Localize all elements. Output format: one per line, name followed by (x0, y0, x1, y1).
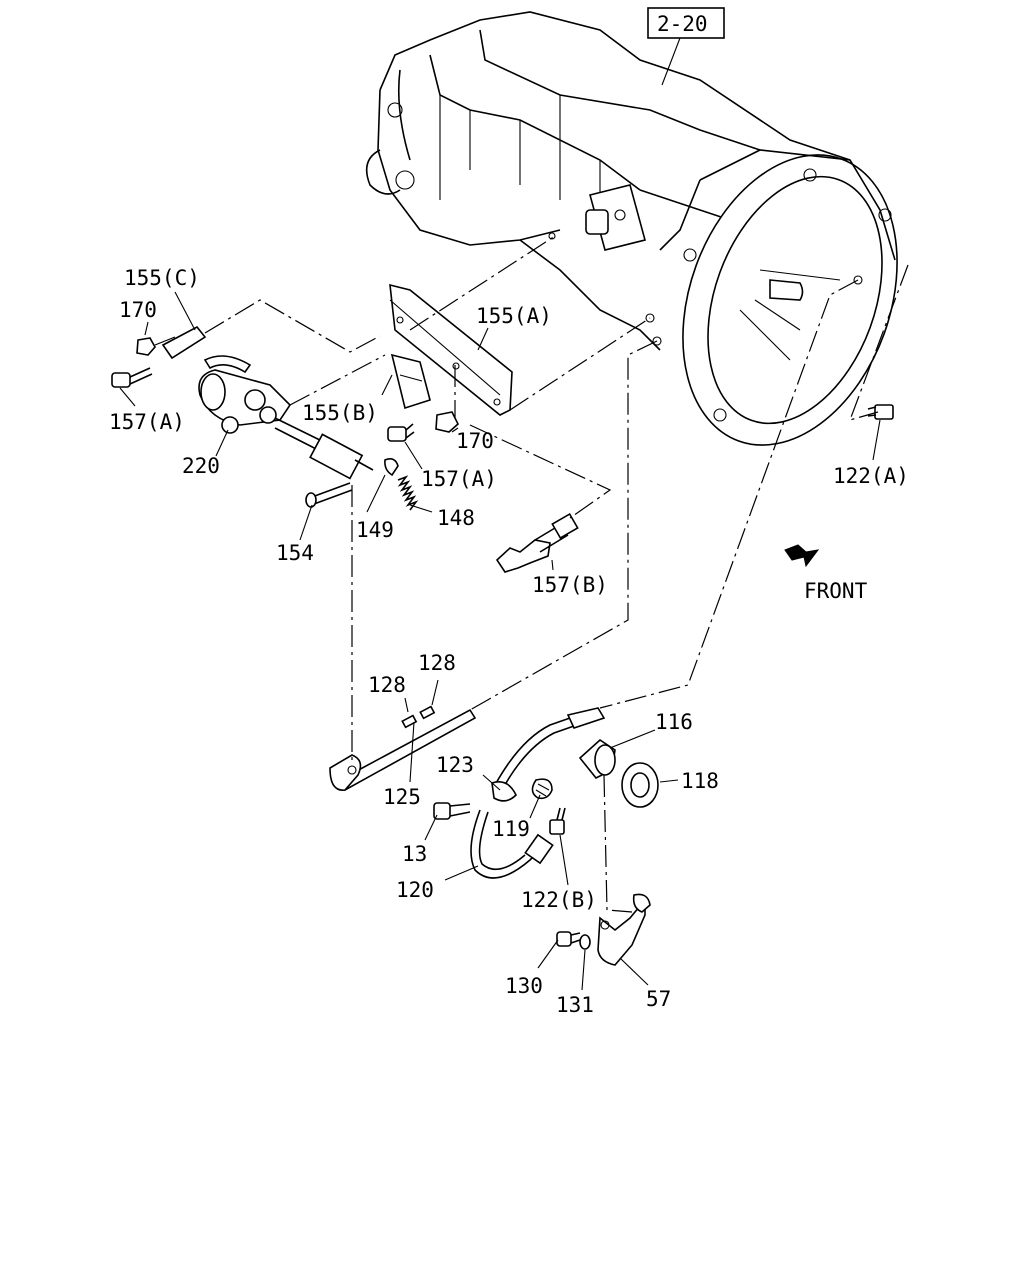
callout-125: 125 (383, 785, 421, 809)
pipe-120 (470, 707, 606, 879)
callout-170-upper: 170 (119, 298, 157, 322)
spring-119 (531, 778, 553, 800)
callout-155c: 155(C) (124, 266, 200, 290)
callout-116: 116 (655, 710, 693, 734)
clutch-servo-220 (198, 355, 374, 480)
callout-128-left: 128 (368, 673, 406, 697)
pin-154 (305, 482, 353, 508)
callout-157b: 157(B) (532, 573, 608, 597)
transmission-assembly (365, 11, 898, 446)
callout-155a: 155(A) (476, 304, 552, 328)
bleeder-122a (867, 404, 894, 420)
callout-leaders (119, 291, 881, 991)
bolt-123 (491, 781, 517, 802)
front-label: FRONT (804, 579, 868, 603)
washer-131 (579, 934, 591, 950)
callout-57: 57 (646, 987, 671, 1011)
bleeder-122b (549, 807, 566, 835)
callout-149: 149 (356, 518, 394, 542)
callout-119: 119 (492, 817, 530, 841)
bolt-130 (556, 931, 581, 947)
callout-130: 130 (505, 974, 543, 998)
callout-122b: 122(B) (521, 888, 597, 912)
bracket-155b (390, 353, 431, 410)
nut-170-right (435, 411, 459, 433)
shaft-125 (329, 705, 477, 792)
bolt-157a-right (387, 423, 415, 442)
nut-170-upper (136, 337, 156, 356)
callout-154: 154 (276, 541, 314, 565)
callout-131: 131 (556, 993, 594, 1017)
hose-157b (495, 512, 579, 573)
callout-128-right: 128 (418, 651, 456, 675)
release-bearing-116 (578, 738, 616, 780)
callout-157a-left: 157(A) (109, 410, 185, 434)
callout-155b: 155(B) (302, 401, 378, 425)
callout-122a: 122(A) (833, 464, 909, 488)
callout-120: 120 (396, 878, 434, 902)
bolt-13 (433, 802, 471, 820)
assembly-lines (154, 235, 909, 913)
bracket-155a (389, 283, 513, 416)
reference-box-label: 2-20 (657, 12, 708, 36)
callout-157a-right: 157(A) (421, 467, 497, 491)
reference-box[interactable]: 2-20 (647, 7, 725, 39)
callout-148: 148 (437, 506, 475, 530)
callout-labels: 155(C) 170 157(A) 155(A) 155(B) 170 157(… (109, 266, 909, 1017)
callout-13: 13 (402, 842, 427, 866)
callout-220: 220 (182, 454, 220, 478)
front-direction: FRONT (784, 544, 868, 603)
spring-148 (397, 475, 419, 511)
callout-118: 118 (681, 769, 719, 793)
release-fork-57 (597, 893, 651, 966)
front-arrow-icon (784, 544, 820, 568)
clip-149 (384, 458, 399, 477)
callout-123: 123 (436, 753, 474, 777)
bearing-118 (621, 762, 659, 808)
bracket-155c (161, 325, 207, 360)
callout-170-right: 170 (456, 429, 494, 453)
bolt-157a-left (111, 367, 153, 388)
